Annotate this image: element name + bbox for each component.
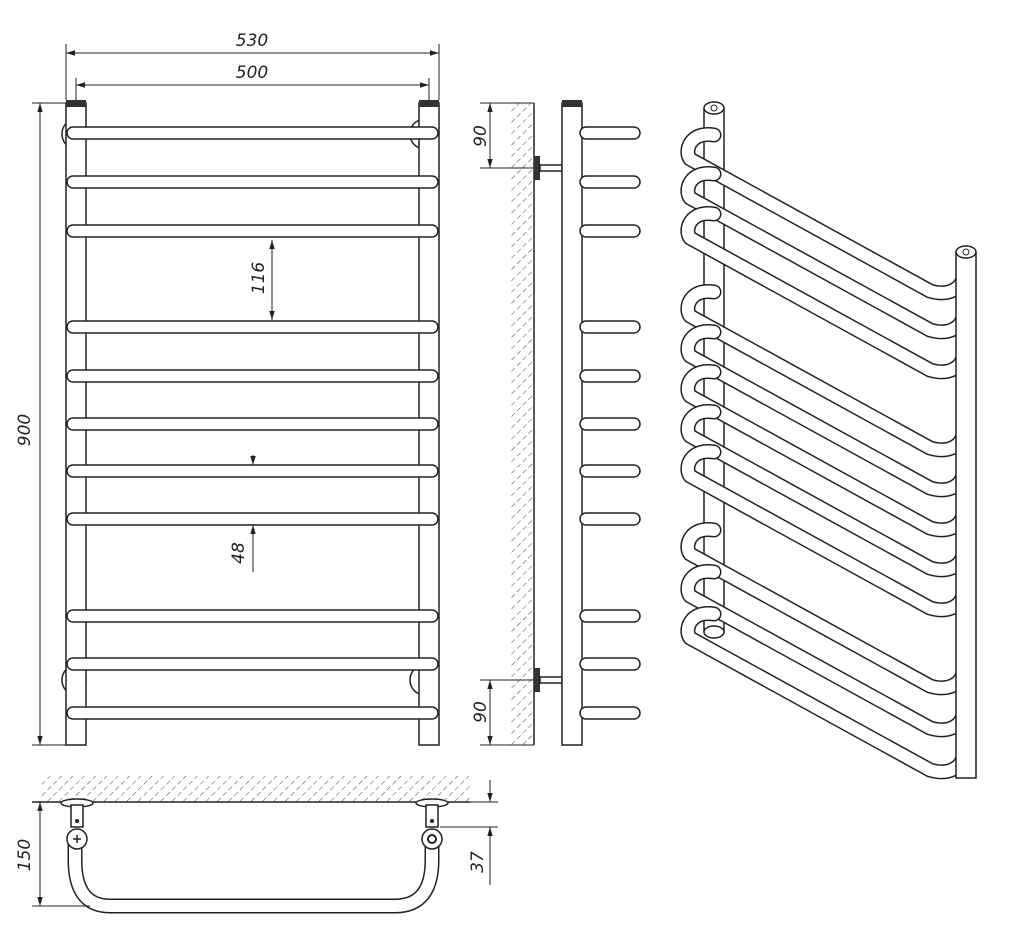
side-rail [579, 175, 641, 189]
side-rail [579, 464, 641, 478]
top-screw [430, 819, 434, 823]
iso-rail-fill [681, 607, 968, 778]
dim-37-label: 37 [468, 851, 488, 873]
side-upright [561, 102, 583, 746]
iso-left-post-hole [710, 104, 718, 112]
dim-500-label: 500 [236, 63, 268, 83]
dim-530-label: 530 [236, 31, 268, 51]
iso-right-post [955, 251, 977, 779]
bracket-arm [539, 676, 563, 684]
iso-right-post-top [955, 245, 977, 259]
side-rail [579, 706, 641, 720]
iso-right-post-hole [962, 248, 970, 256]
dim-900-label: 900 [15, 414, 35, 446]
rail [66, 706, 439, 720]
rail [66, 609, 439, 623]
rail [66, 369, 439, 383]
bracket-arm [539, 164, 563, 172]
dim-150-label: 150 [15, 839, 35, 871]
top-bracket [70, 804, 84, 828]
wall-hatch-top [40, 776, 470, 802]
right-cap [419, 100, 439, 107]
side-rail [579, 417, 641, 431]
top-view [32, 776, 470, 914]
side-rail [579, 224, 641, 238]
side-rail [579, 512, 641, 526]
dim-48-label: 48 [229, 542, 249, 564]
top-rail-fill [69, 838, 438, 912]
iso-rail-outline [680, 606, 970, 780]
rail [66, 512, 439, 526]
top-post-cross [73, 835, 81, 843]
rail [66, 657, 439, 671]
rail [66, 417, 439, 431]
side-rail [579, 657, 641, 671]
rail [66, 464, 439, 478]
ext-500 [75, 78, 430, 100]
ext-37 [440, 801, 498, 828]
top-post-hole [427, 834, 437, 844]
iso-left-post-bottom [703, 625, 725, 639]
side-rail [579, 320, 641, 334]
dimension-lines [32, 44, 534, 907]
top-screw [75, 819, 79, 823]
bracket-flange [534, 156, 540, 180]
iso-left-post-top [703, 101, 725, 115]
top-bracket [425, 804, 439, 828]
side-rail [579, 609, 641, 623]
dim-116-label: 116 [249, 262, 269, 295]
rail [66, 224, 439, 238]
side-rail [579, 369, 641, 383]
front-view [61, 100, 440, 746]
side-view [511, 100, 641, 746]
wall-hatch [511, 103, 534, 745]
top-post [421, 828, 443, 850]
ext-900 [32, 102, 66, 746]
side-rail [579, 126, 641, 140]
side-cap [562, 100, 582, 107]
isometric-view [680, 101, 977, 780]
left-cap [66, 100, 86, 107]
rail [66, 126, 439, 140]
bracket-flange [534, 668, 540, 692]
rail [66, 320, 439, 334]
dim-90-top-label: 90 [471, 125, 491, 147]
rail [66, 175, 439, 189]
top-rail-outline [67, 838, 440, 914]
dim-90-bottom-label: 90 [471, 701, 491, 723]
